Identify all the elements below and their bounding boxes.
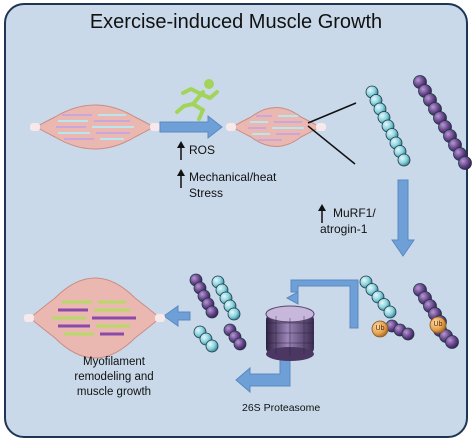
diagram-title: Exercise-induced Muscle Growth: [89, 11, 383, 33]
stress-label: Stress: [189, 186, 224, 200]
myosin-bead: [401, 327, 415, 341]
proteasome-label: 26S Proteasome: [242, 402, 321, 414]
ubiquitin-tag-1: Ub: [375, 325, 385, 332]
myosin-bead: [458, 156, 472, 170]
actin-bead: [205, 339, 219, 353]
up-arrow-icon: [177, 141, 326, 223]
actin-bead: [397, 153, 411, 167]
muscle-fiber-resting: [30, 104, 160, 150]
outcome-label-1: Myofilament: [83, 356, 145, 368]
ubiquitin-bead: [429, 316, 447, 334]
mechanical-label: Mechanical/heat: [189, 170, 277, 184]
muscle-fiber-grown: [24, 277, 165, 359]
actin-bead: [227, 307, 241, 321]
proteasome-icon: [265, 305, 315, 361]
arrow-down: [391, 179, 415, 257]
myosin-bead: [205, 305, 219, 319]
runner-icon: [175, 79, 219, 121]
diagram-panel: [4, 3, 468, 438]
myosin-bead: [445, 335, 459, 349]
myofilament-beads: [189, 75, 472, 353]
atrogin-label: atrogin-1: [320, 222, 368, 236]
muscle-fiber-stressed: [226, 107, 326, 147]
arrow-into-proteasome: [285, 279, 359, 329]
outcome-label-2: remodeling and: [74, 371, 154, 383]
ros-label: ROS: [189, 143, 216, 157]
arrow-to-fiber: [159, 114, 223, 140]
ubiquitin-tag-2: Ub: [433, 321, 443, 328]
ubiquitin-bead: [371, 320, 389, 338]
arrow-out-of-proteasome: [235, 351, 291, 394]
actin-bead: [383, 305, 397, 319]
outcome-label-3: muscle growth: [76, 386, 152, 398]
murf1-label: MuRF1/: [333, 206, 376, 220]
arrow-to-growth: [163, 305, 191, 327]
myosin-bead: [233, 337, 247, 351]
